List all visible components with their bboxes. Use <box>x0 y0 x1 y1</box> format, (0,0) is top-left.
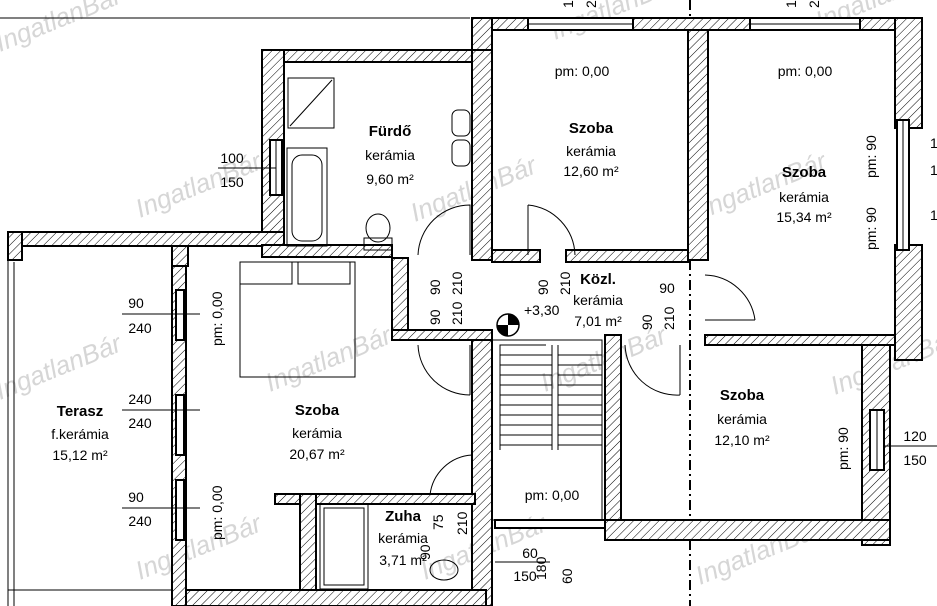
edge-mark: 1 <box>930 135 937 151</box>
door-dim: 90 <box>659 280 675 296</box>
door-dim: 90 <box>639 314 655 330</box>
room-area-kozl: 7,01 m² <box>574 313 622 329</box>
edge-mark: 1 <box>560 0 576 8</box>
room-floor-szoba-north-1: kerámia <box>566 143 616 159</box>
room-name-terasz: Terasz <box>57 403 103 420</box>
room-area-terasz: 15,12 m² <box>52 447 108 463</box>
room-floor-terasz: f.kerámia <box>51 426 109 442</box>
pm-label: pm: 0,00 <box>209 291 225 346</box>
opening-bottom: 240 <box>128 415 152 431</box>
pm-label: pm: 90 <box>863 207 879 250</box>
floor-level-labels: pm: 0,00 pm: 0,00 pm: 0,00 pm: 0,00 pm: … <box>209 63 879 540</box>
room-name-szoba-east: Szoba <box>720 387 765 404</box>
watermark-text: IngatlanBár <box>261 319 397 397</box>
edge-mark: 2 <box>583 0 599 8</box>
edge-mark: 1 <box>930 207 937 223</box>
opening-labels: 100 150 90 240 240 240 90 240 120 150 60… <box>122 150 937 584</box>
door-dim: 210 <box>449 271 465 295</box>
room-name-furdo: Fürdő <box>369 123 412 140</box>
room-floor-zuha: kerámia <box>378 530 428 546</box>
staircase <box>491 339 603 521</box>
opening-top: 120 <box>903 428 927 444</box>
level-mark-label: +3,30 <box>524 302 560 318</box>
pm-label: pm: 0,00 <box>555 63 610 79</box>
opening-top: 100 <box>220 150 244 166</box>
door-dim: 210 <box>557 271 573 295</box>
pm-label: pm: 0,00 <box>525 487 580 503</box>
door-dim: 90 <box>417 544 433 560</box>
door-dim: 180 <box>533 556 549 580</box>
pm-label: pm: 90 <box>835 427 851 470</box>
opening-bottom: 150 <box>220 174 244 190</box>
room-floor-szoba-west: kerámia <box>292 425 342 441</box>
pm-label: pm: 0,00 <box>778 63 833 79</box>
door-dim: 90 <box>535 279 551 295</box>
watermark-text: IngatlanBár <box>536 319 672 397</box>
edge-mark: 1 <box>783 0 799 8</box>
terrace-outline <box>0 17 470 606</box>
opening-top: 90 <box>128 489 144 505</box>
door-dim: 210 <box>661 306 677 330</box>
room-name-szoba-north-1: Szoba <box>569 120 614 137</box>
opening-bottom: 150 <box>513 568 537 584</box>
room-area-zuha: 3,71 m² <box>379 552 427 568</box>
door-dim: 60 <box>559 568 575 584</box>
pm-label: pm: 90 <box>863 135 879 178</box>
room-floor-szoba-east: kerámia <box>717 411 767 427</box>
room-area-szoba-north-2: 15,34 m² <box>776 209 832 225</box>
doors <box>417 204 756 496</box>
room-floor-szoba-north-2: kerámia <box>779 189 829 205</box>
watermark-text: IngatlanBár <box>131 145 267 223</box>
edge-mark: 2 <box>806 0 822 8</box>
room-area-furdo: 9,60 m² <box>366 171 414 187</box>
edge-mark: 1 <box>930 162 937 178</box>
opening-bottom: 240 <box>128 320 152 336</box>
pm-label: pm: 0,00 <box>209 485 225 540</box>
room-name-zuha: Zuha <box>385 508 421 525</box>
watermark-text: IngatlanBár <box>0 327 127 405</box>
room-area-szoba-east: 12,10 m² <box>714 432 770 448</box>
fixtures <box>239 77 471 590</box>
door-dim: 90 <box>427 309 443 325</box>
opening-top: 60 <box>522 545 538 561</box>
door-dim: 75 <box>430 514 446 530</box>
opening-bottom: 240 <box>128 513 152 529</box>
door-dim: 90 <box>427 279 443 295</box>
room-name-szoba-west: Szoba <box>295 402 340 419</box>
door-dim: 210 <box>449 301 465 325</box>
door-dimension-labels: 90 210 90 210 90 210 90 90 210 75 210 90… <box>417 271 677 584</box>
watermark-text: IngatlanBár <box>0 0 127 58</box>
windows <box>175 17 910 541</box>
room-floor-furdo: kerámia <box>365 147 415 163</box>
room-name-kozl: Közl. <box>580 271 616 288</box>
edge-dimension-marks: 1 2 1 2 1 1 1 <box>560 0 937 223</box>
room-name-szoba-north-2: Szoba <box>782 164 827 181</box>
opening-top: 90 <box>128 295 144 311</box>
room-area-szoba-west: 20,67 m² <box>289 446 345 462</box>
room-labels: Fürdő kerámia 9,60 m² Szoba kerámia 12,6… <box>51 120 832 568</box>
opening-top: 240 <box>128 391 152 407</box>
level-mark: +3,30 <box>496 302 560 337</box>
room-floor-kozl: kerámia <box>573 292 623 308</box>
opening-bottom: 150 <box>903 452 927 468</box>
room-area-szoba-north-1: 12,60 m² <box>563 163 619 179</box>
door-dim: 210 <box>454 511 470 535</box>
